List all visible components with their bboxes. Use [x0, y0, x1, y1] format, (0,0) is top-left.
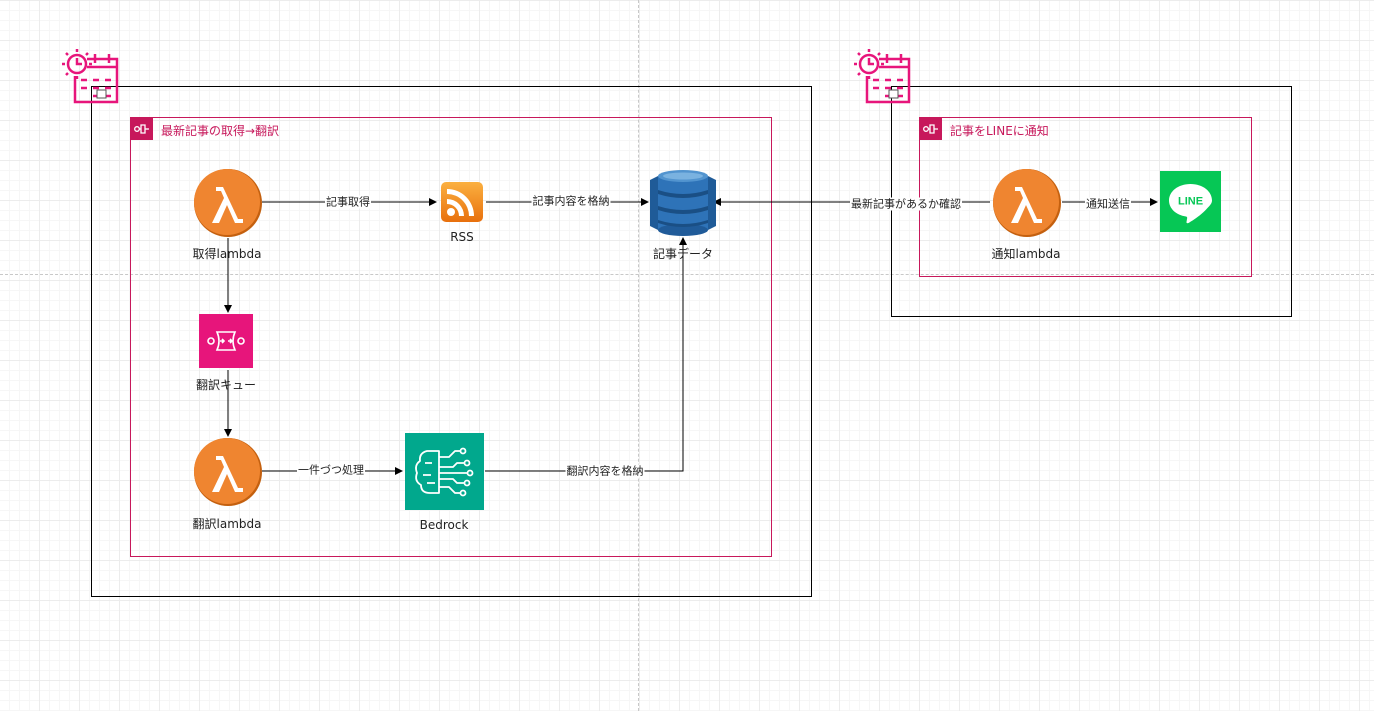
svg-text:LINE: LINE: [1178, 196, 1203, 208]
schedule-container-left[interactable]: [91, 86, 812, 597]
scheduler-icon-right[interactable]: [851, 46, 915, 106]
edge-label-fetch-article: 記事取得: [325, 195, 371, 209]
lambda-icon[interactable]: [991, 167, 1063, 239]
node-label-rss: RSS: [450, 230, 474, 244]
page-guide-horizontal: [0, 274, 1374, 275]
group-notify[interactable]: 記事をLINEに通知: [919, 117, 1252, 277]
bedrock-icon[interactable]: [405, 433, 484, 510]
step-functions-icon: [131, 118, 153, 140]
node-label-notify-lambda: 通知lambda: [991, 247, 1061, 261]
group-fetch-translate[interactable]: 最新記事の取得→翻訳: [130, 117, 772, 557]
node-label-dynamodb: 記事データ: [652, 247, 714, 261]
edge-label-one-by-one: 一件づつ処理: [297, 463, 365, 477]
edge-label-store-translation: 翻訳内容を格納: [565, 464, 645, 478]
rss-icon[interactable]: [441, 182, 483, 222]
line-icon[interactable]: LINE: [1160, 171, 1221, 232]
scheduler-icon-left[interactable]: [59, 46, 123, 106]
edge-label-check-new: 最新記事があるか確認: [850, 197, 962, 211]
edge-bedrock-to-db: [485, 237, 687, 472]
node-label-fetch-lambda: 取得lambda: [192, 247, 262, 261]
group-title: 記事をLINEに通知: [950, 124, 1049, 138]
step-functions-icon: [920, 118, 942, 140]
edge-label-store-content: 記事内容を格納: [531, 194, 611, 208]
edge-label-send-notification: 通知送信: [1085, 197, 1131, 211]
page-guide-vertical: [638, 0, 639, 711]
node-label-queue: 翻訳キュー: [195, 378, 257, 392]
lambda-icon[interactable]: [192, 167, 264, 239]
lambda-icon[interactable]: [192, 436, 264, 508]
sqs-icon[interactable]: [199, 314, 253, 368]
dynamodb-icon[interactable]: [650, 168, 716, 238]
group-title: 最新記事の取得→翻訳: [161, 124, 280, 138]
node-label-bedrock: Bedrock: [419, 518, 469, 532]
node-label-translate-lambda: 翻訳lambda: [192, 517, 262, 531]
